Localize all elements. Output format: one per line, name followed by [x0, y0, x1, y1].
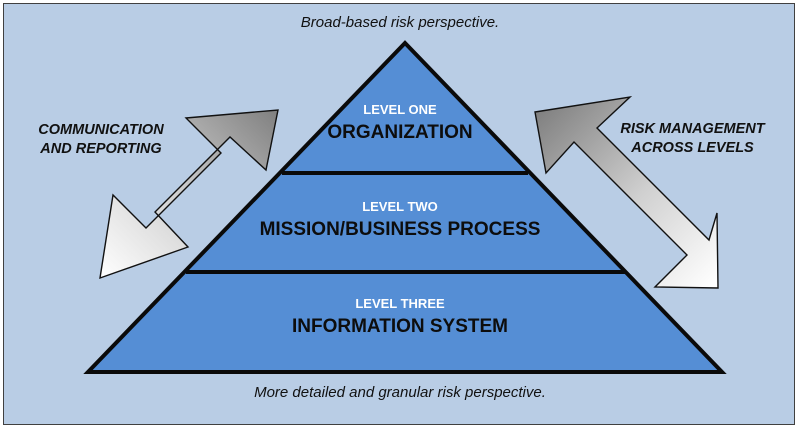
label-line: ACROSS LEVELS	[631, 140, 754, 156]
pyramid	[83, 40, 727, 374]
level-three: LEVEL THREE INFORMATION SYSTEM	[200, 296, 600, 339]
bottom-caption: More detailed and granular risk perspect…	[254, 384, 546, 401]
label-line: COMMUNICATION	[38, 122, 164, 138]
communication-reporting-label: COMMUNICATION AND REPORTING	[26, 121, 176, 159]
level-one: LEVEL ONE ORGANIZATION	[200, 102, 600, 145]
level-number: LEVEL THREE	[355, 296, 445, 311]
level-two: LEVEL TWO MISSION/BUSINESS PROCESS	[200, 199, 600, 242]
level-name: MISSION/BUSINESS PROCESS	[259, 219, 541, 240]
level-name: INFORMATION SYSTEM	[291, 316, 509, 337]
top-caption: Broad-based risk perspective.	[300, 14, 500, 31]
label-line: AND REPORTING	[40, 141, 162, 157]
risk-management-label: RISK MANAGEMENT ACROSS LEVELS	[610, 120, 775, 158]
level-number: LEVEL ONE	[363, 102, 437, 117]
communication-reporting-arrow-icon	[99, 109, 279, 280]
level-name: ORGANIZATION	[327, 122, 473, 143]
risk-management-arrow-icon	[534, 95, 719, 289]
label-line: RISK MANAGEMENT	[620, 121, 765, 137]
level-number: LEVEL TWO	[362, 199, 438, 214]
